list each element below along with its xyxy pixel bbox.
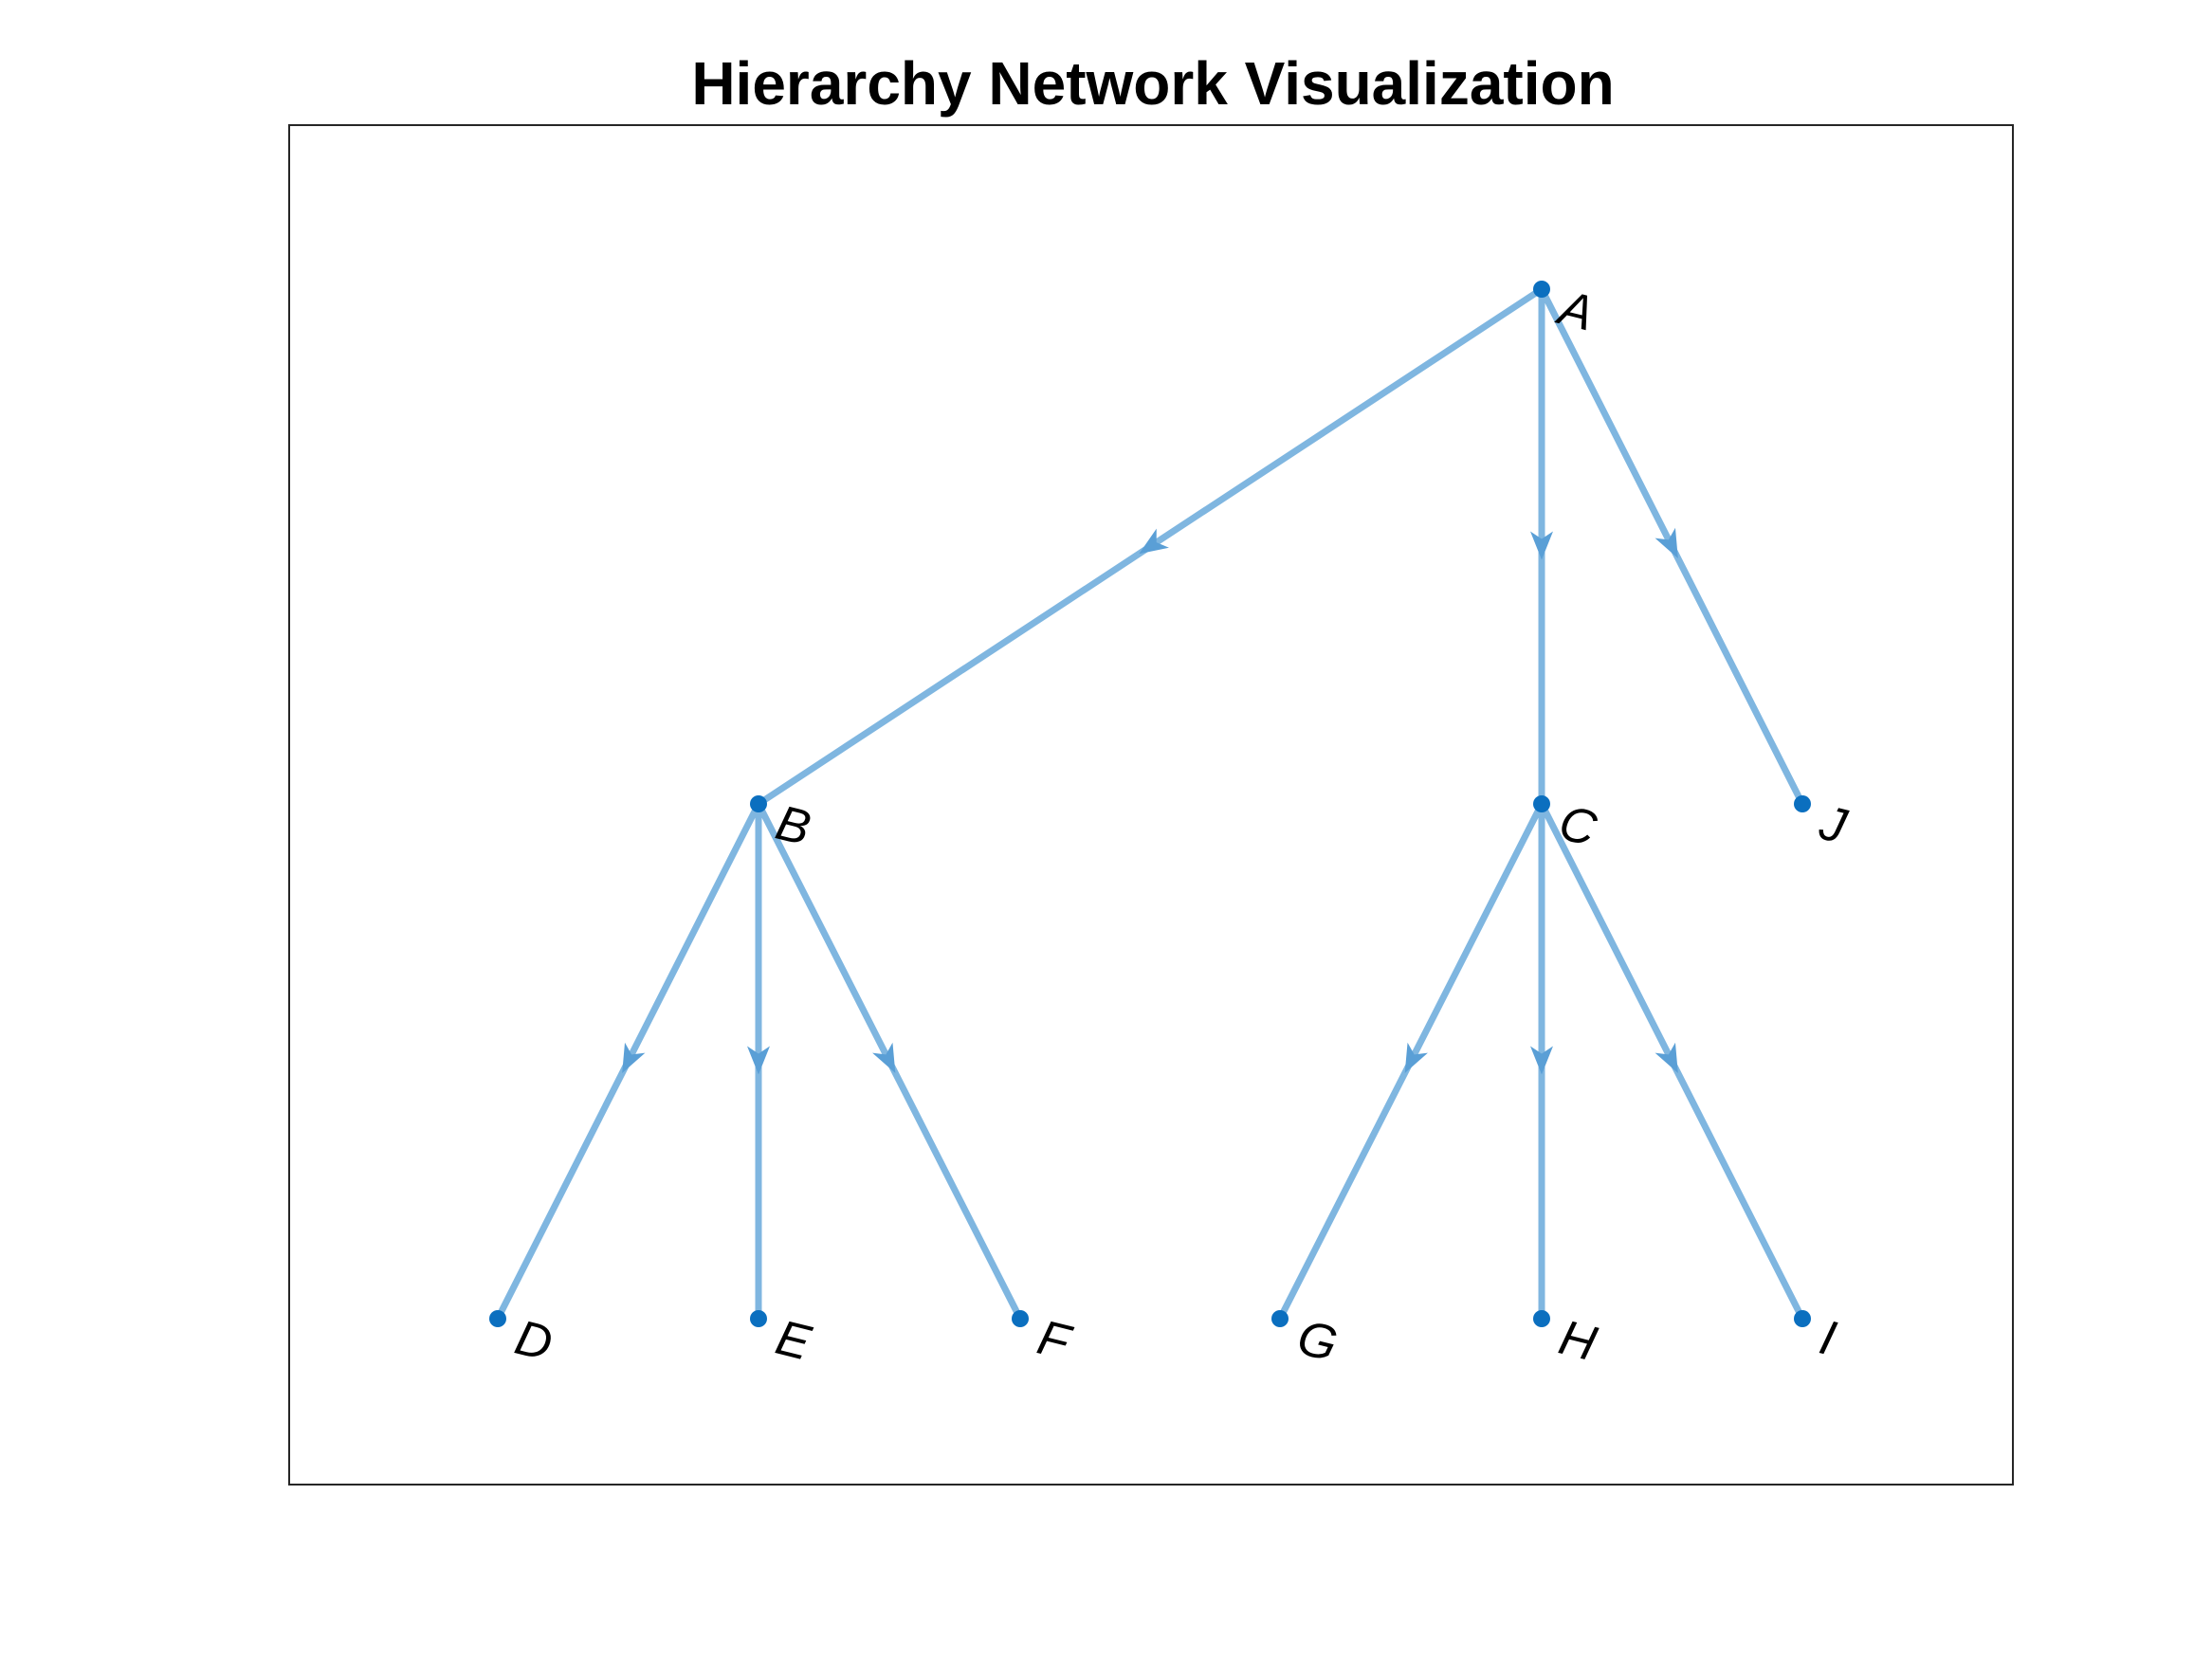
node-label-D: D bbox=[510, 1310, 558, 1372]
node-I bbox=[1794, 1310, 1811, 1327]
node-label-C: C bbox=[1554, 795, 1602, 857]
node-label-I: I bbox=[1815, 1310, 1841, 1367]
arrowhead-A-C bbox=[1530, 531, 1553, 560]
node-H bbox=[1533, 1310, 1550, 1327]
node-F bbox=[1012, 1310, 1029, 1327]
arrowhead-C-I bbox=[1654, 1042, 1678, 1073]
arrowhead-B-D bbox=[622, 1042, 646, 1073]
arrowhead-B-F bbox=[872, 1042, 896, 1073]
node-D bbox=[489, 1310, 506, 1327]
arrowhead-C-G bbox=[1404, 1042, 1428, 1073]
node-label-H: H bbox=[1554, 1310, 1602, 1372]
node-B bbox=[750, 795, 767, 812]
node-J bbox=[1794, 795, 1811, 812]
arrowhead-A-J bbox=[1654, 527, 1678, 558]
arrows-layer bbox=[622, 527, 1678, 1075]
node-E bbox=[750, 1310, 767, 1327]
node-G bbox=[1271, 1310, 1289, 1327]
node-label-F: F bbox=[1033, 1310, 1078, 1372]
node-label-G: G bbox=[1292, 1310, 1343, 1373]
chart-title: Hierarchy Network Visualization bbox=[691, 49, 1614, 118]
edges-layer bbox=[494, 285, 1806, 1322]
node-label-E: E bbox=[771, 1310, 817, 1372]
arrowhead-A-B bbox=[1139, 528, 1169, 555]
nodes-layer bbox=[489, 281, 1811, 1327]
node-C bbox=[1533, 795, 1550, 812]
node-label-J: J bbox=[1814, 795, 1853, 855]
axes-box bbox=[288, 124, 2014, 1486]
node-A bbox=[1533, 281, 1550, 298]
arrowhead-C-H bbox=[1530, 1046, 1553, 1075]
labels-layer: A B C J D E F G H I bbox=[510, 280, 1853, 1373]
node-label-A: A bbox=[1551, 280, 1600, 341]
node-label-B: B bbox=[771, 795, 816, 857]
arrowhead-B-E bbox=[747, 1046, 770, 1075]
